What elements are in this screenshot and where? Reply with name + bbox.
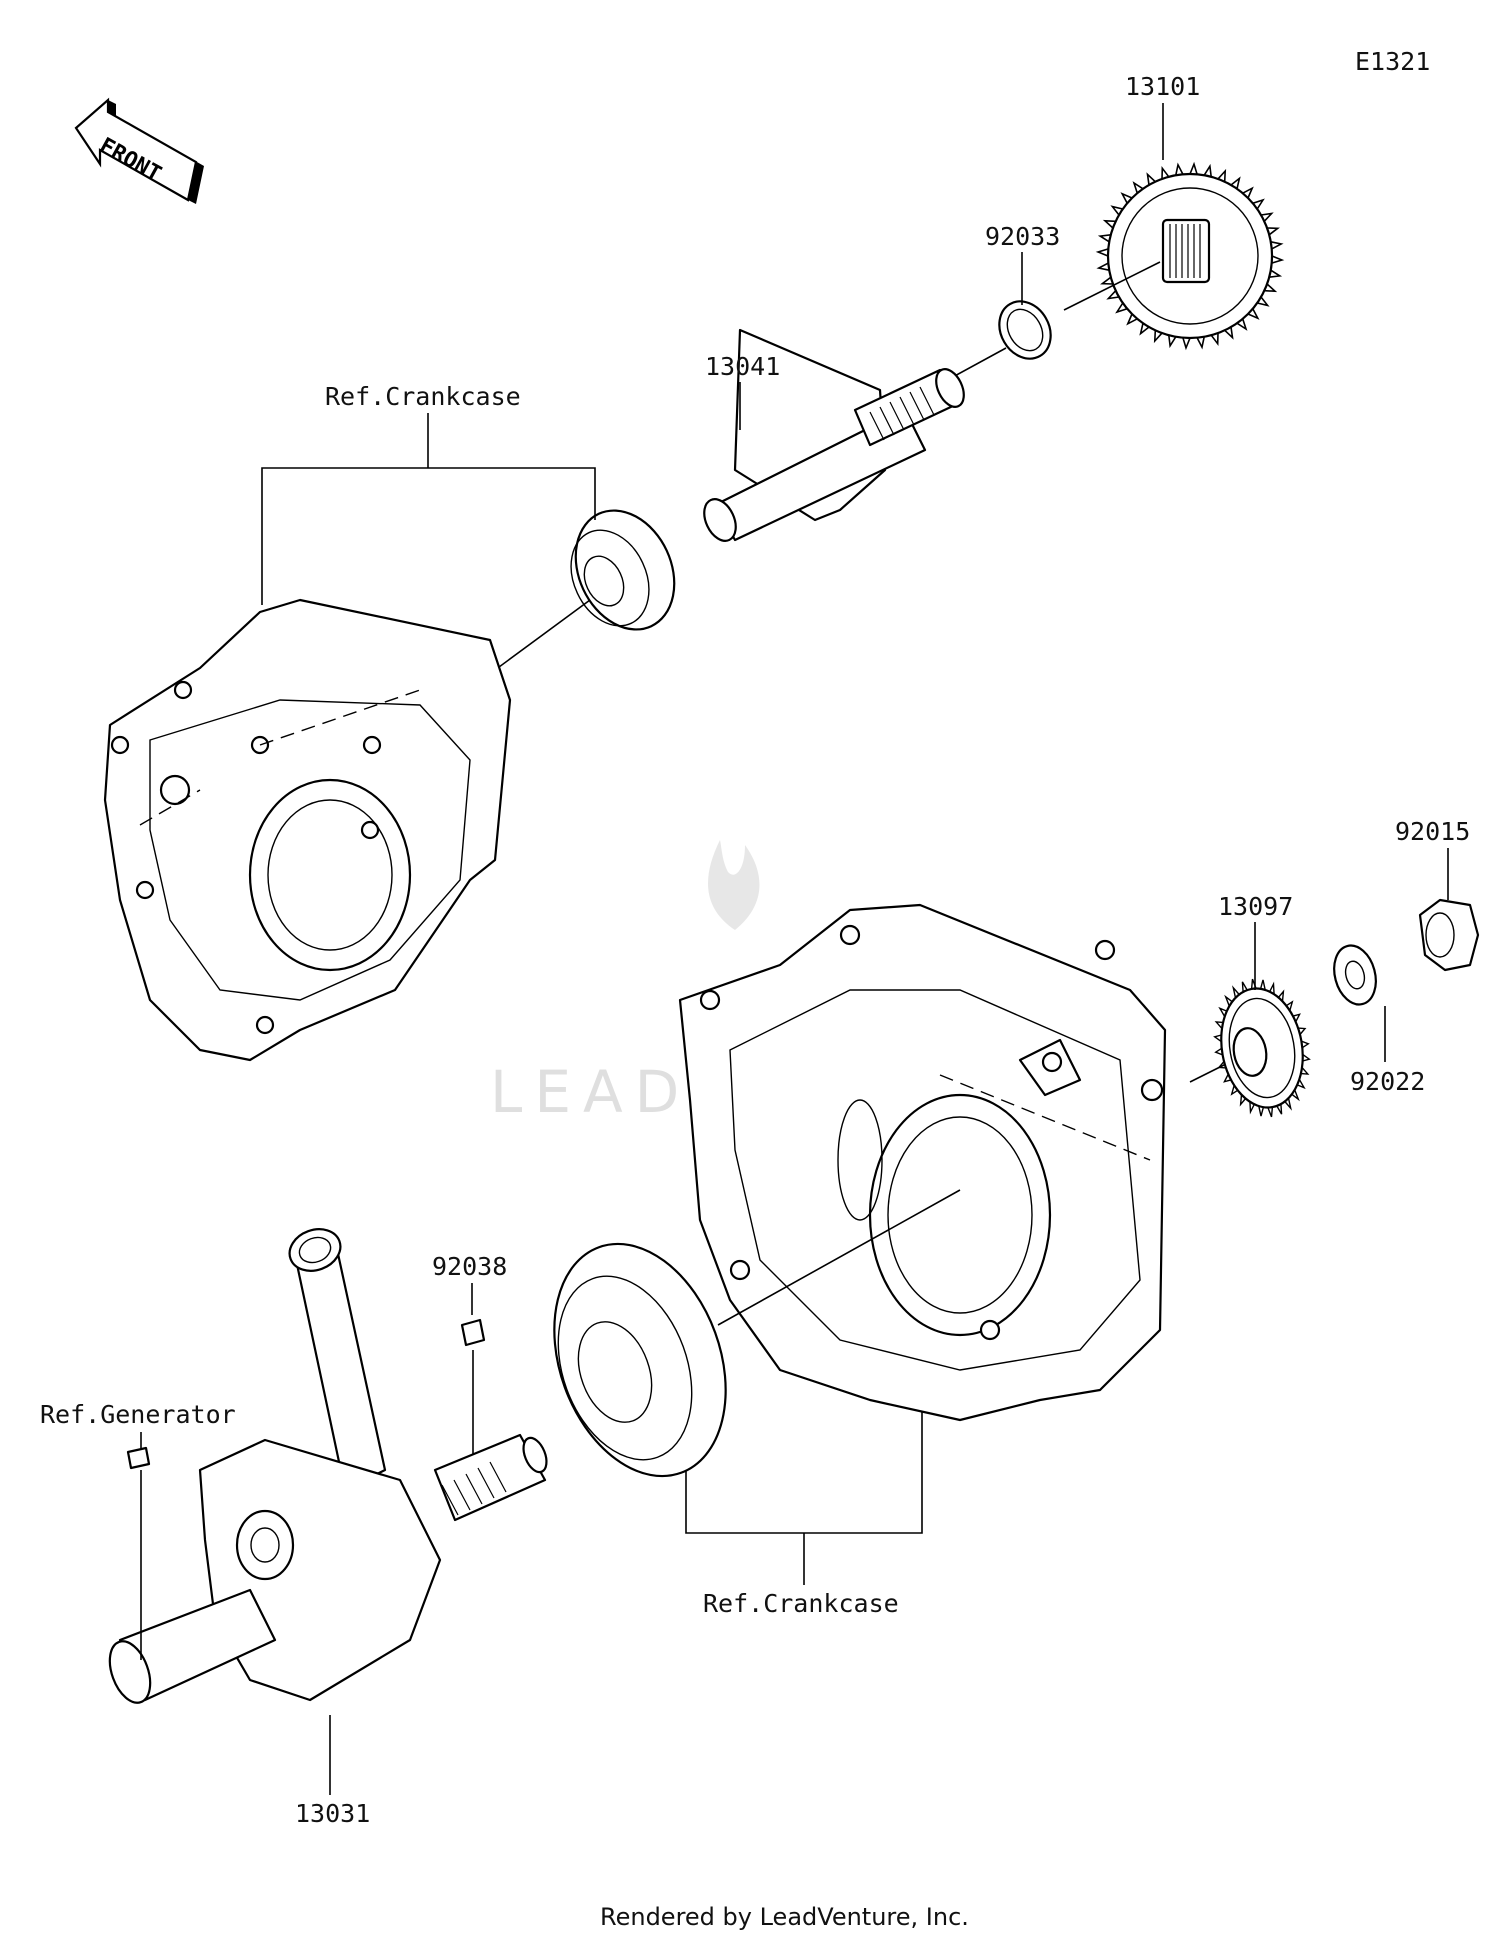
axis-gear-ring <box>1063 261 1161 311</box>
circlip-92033[interactable] <box>989 292 1061 368</box>
footer-credit: Rendered by LeadVenture, Inc. <box>600 1903 969 1931</box>
axis-case-gear13097 <box>1189 1061 1231 1083</box>
bearing-lower[interactable] <box>524 1220 756 1500</box>
part-number-13101[interactable]: 13101 <box>1125 72 1200 101</box>
front-arrow-icon: FRONT <box>74 97 204 204</box>
key-92038[interactable] <box>460 1318 486 1347</box>
part-number-92015[interactable]: 92015 <box>1395 817 1470 846</box>
part-number-92033[interactable]: 92033 <box>985 222 1060 251</box>
ref-crankcase-lower[interactable]: Ref.Crankcase <box>703 1589 899 1618</box>
part-number-13097[interactable]: 13097 <box>1218 892 1293 921</box>
nut-92015[interactable] <box>1418 898 1480 972</box>
washer-92022[interactable] <box>1328 941 1382 1009</box>
gear-13101[interactable] <box>1095 161 1285 351</box>
axis-bearing-lower <box>717 1189 961 1326</box>
crankshaft-13031[interactable] <box>102 1222 551 1708</box>
part-number-92038[interactable]: 92038 <box>432 1252 507 1281</box>
part-number-13041[interactable]: 13041 <box>705 352 780 381</box>
diagram-code: E1321 <box>1355 47 1430 76</box>
ref-generator[interactable]: Ref.Generator <box>40 1400 236 1429</box>
part-number-92022[interactable]: 92022 <box>1350 1067 1425 1096</box>
crankcase-right-half <box>678 903 1167 1422</box>
crankcase-left-half <box>103 598 512 1062</box>
bearing-upper[interactable] <box>556 494 693 645</box>
bracket-crankcase-upper <box>261 467 596 605</box>
balancer-shaft-13041[interactable] <box>698 328 969 546</box>
part-number-13031[interactable]: 13031 <box>295 1799 370 1828</box>
gear-teeth <box>1213 978 1311 1118</box>
gear-teeth <box>1095 161 1285 351</box>
bracket-crankcase-lower <box>685 1412 923 1534</box>
key-generator[interactable] <box>126 1446 151 1470</box>
ref-crankcase-upper[interactable]: Ref.Crankcase <box>325 382 521 411</box>
gear-13097[interactable] <box>1212 978 1312 1118</box>
